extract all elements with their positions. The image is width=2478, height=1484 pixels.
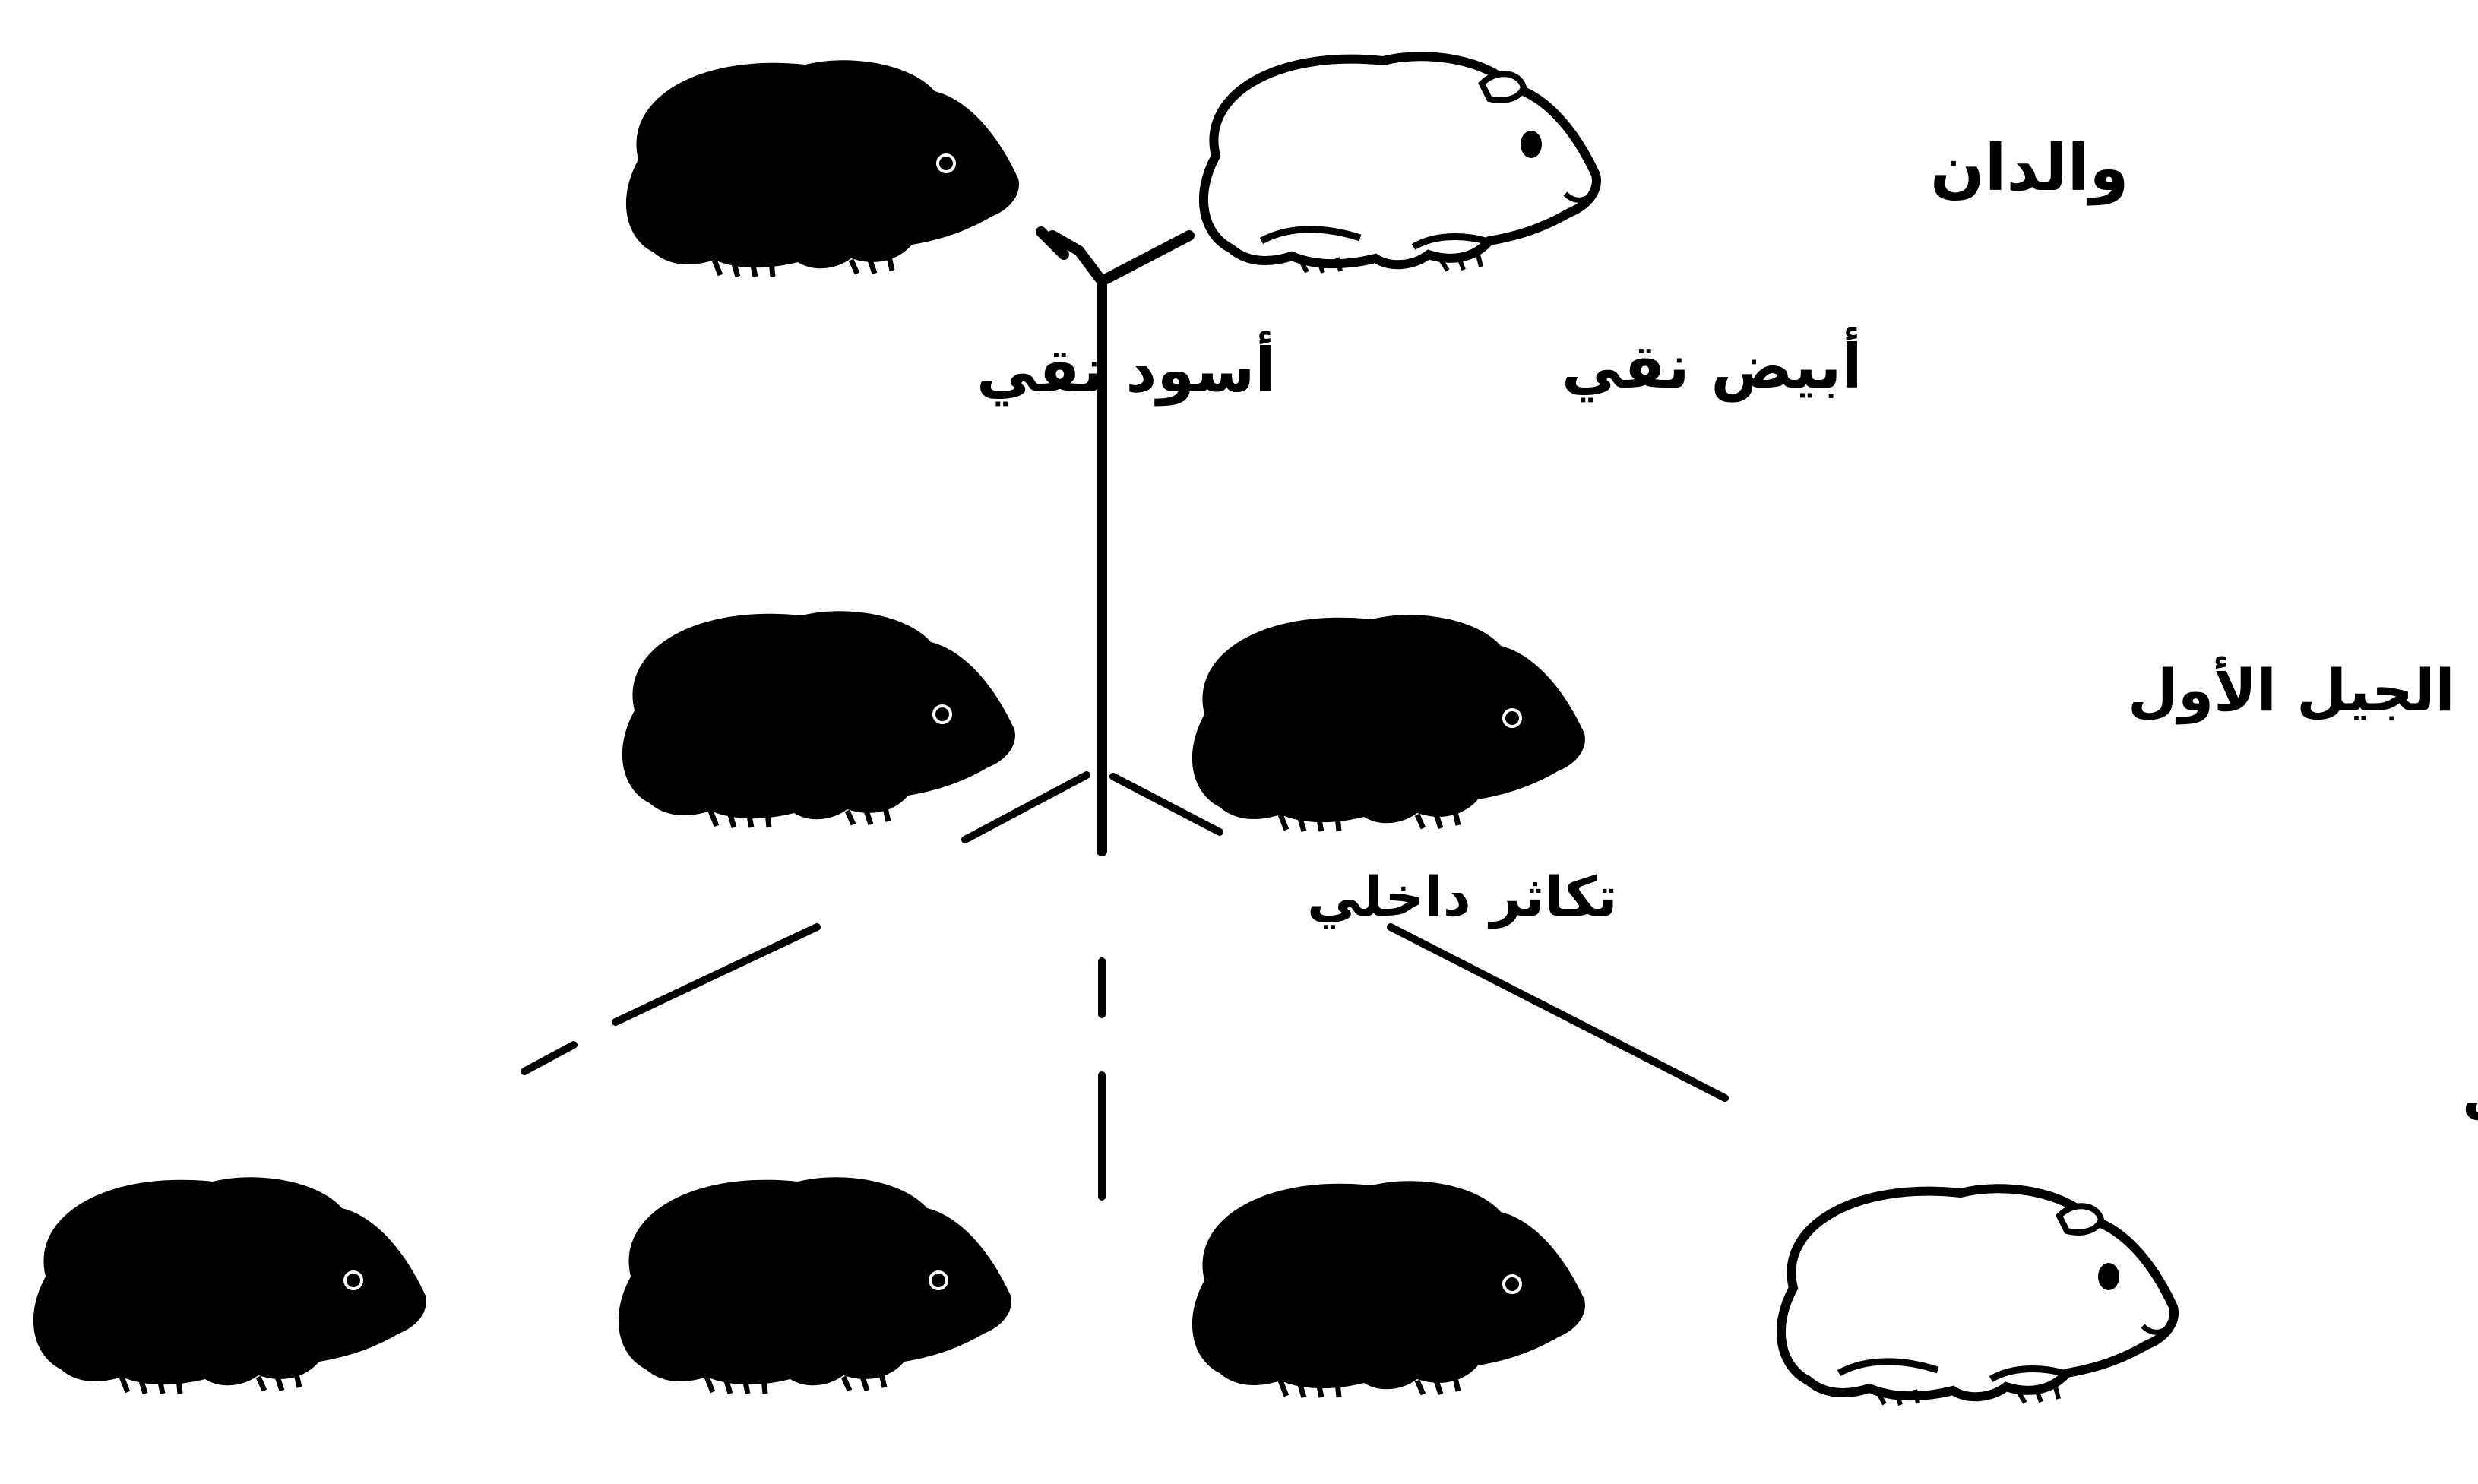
label-parent-white: أبيض نقي	[1562, 327, 1862, 403]
f2-white-guinea-pig-icon	[1781, 1188, 2174, 1405]
label-parents: والدان	[1930, 131, 2129, 206]
f1-connector-lines	[961, 771, 1223, 843]
parent-black-guinea-pig-icon	[625, 60, 1019, 277]
label-parent-black: أسود نقي	[976, 331, 1276, 407]
f2-branch-lines	[521, 923, 1729, 1201]
label-second-generation: الجيل الثاني	[2462, 1059, 2478, 1128]
cross-symbol-icon	[1036, 226, 1195, 856]
parent-white-guinea-pig-icon	[1204, 56, 1597, 273]
f2-black-guinea-pig-icon	[33, 1177, 426, 1394]
label-interbreeding: تكاثر داخلي	[1307, 865, 1618, 929]
f2-black-guinea-pig-icon	[1192, 1181, 1585, 1397]
f1-black-guinea-pig-icon	[622, 611, 1015, 827]
f1-black-guinea-pig-icon	[1192, 615, 1585, 831]
label-first-generation: الجيل الأول	[2128, 656, 2455, 725]
f2-black-guinea-pig-icon	[618, 1177, 1011, 1394]
